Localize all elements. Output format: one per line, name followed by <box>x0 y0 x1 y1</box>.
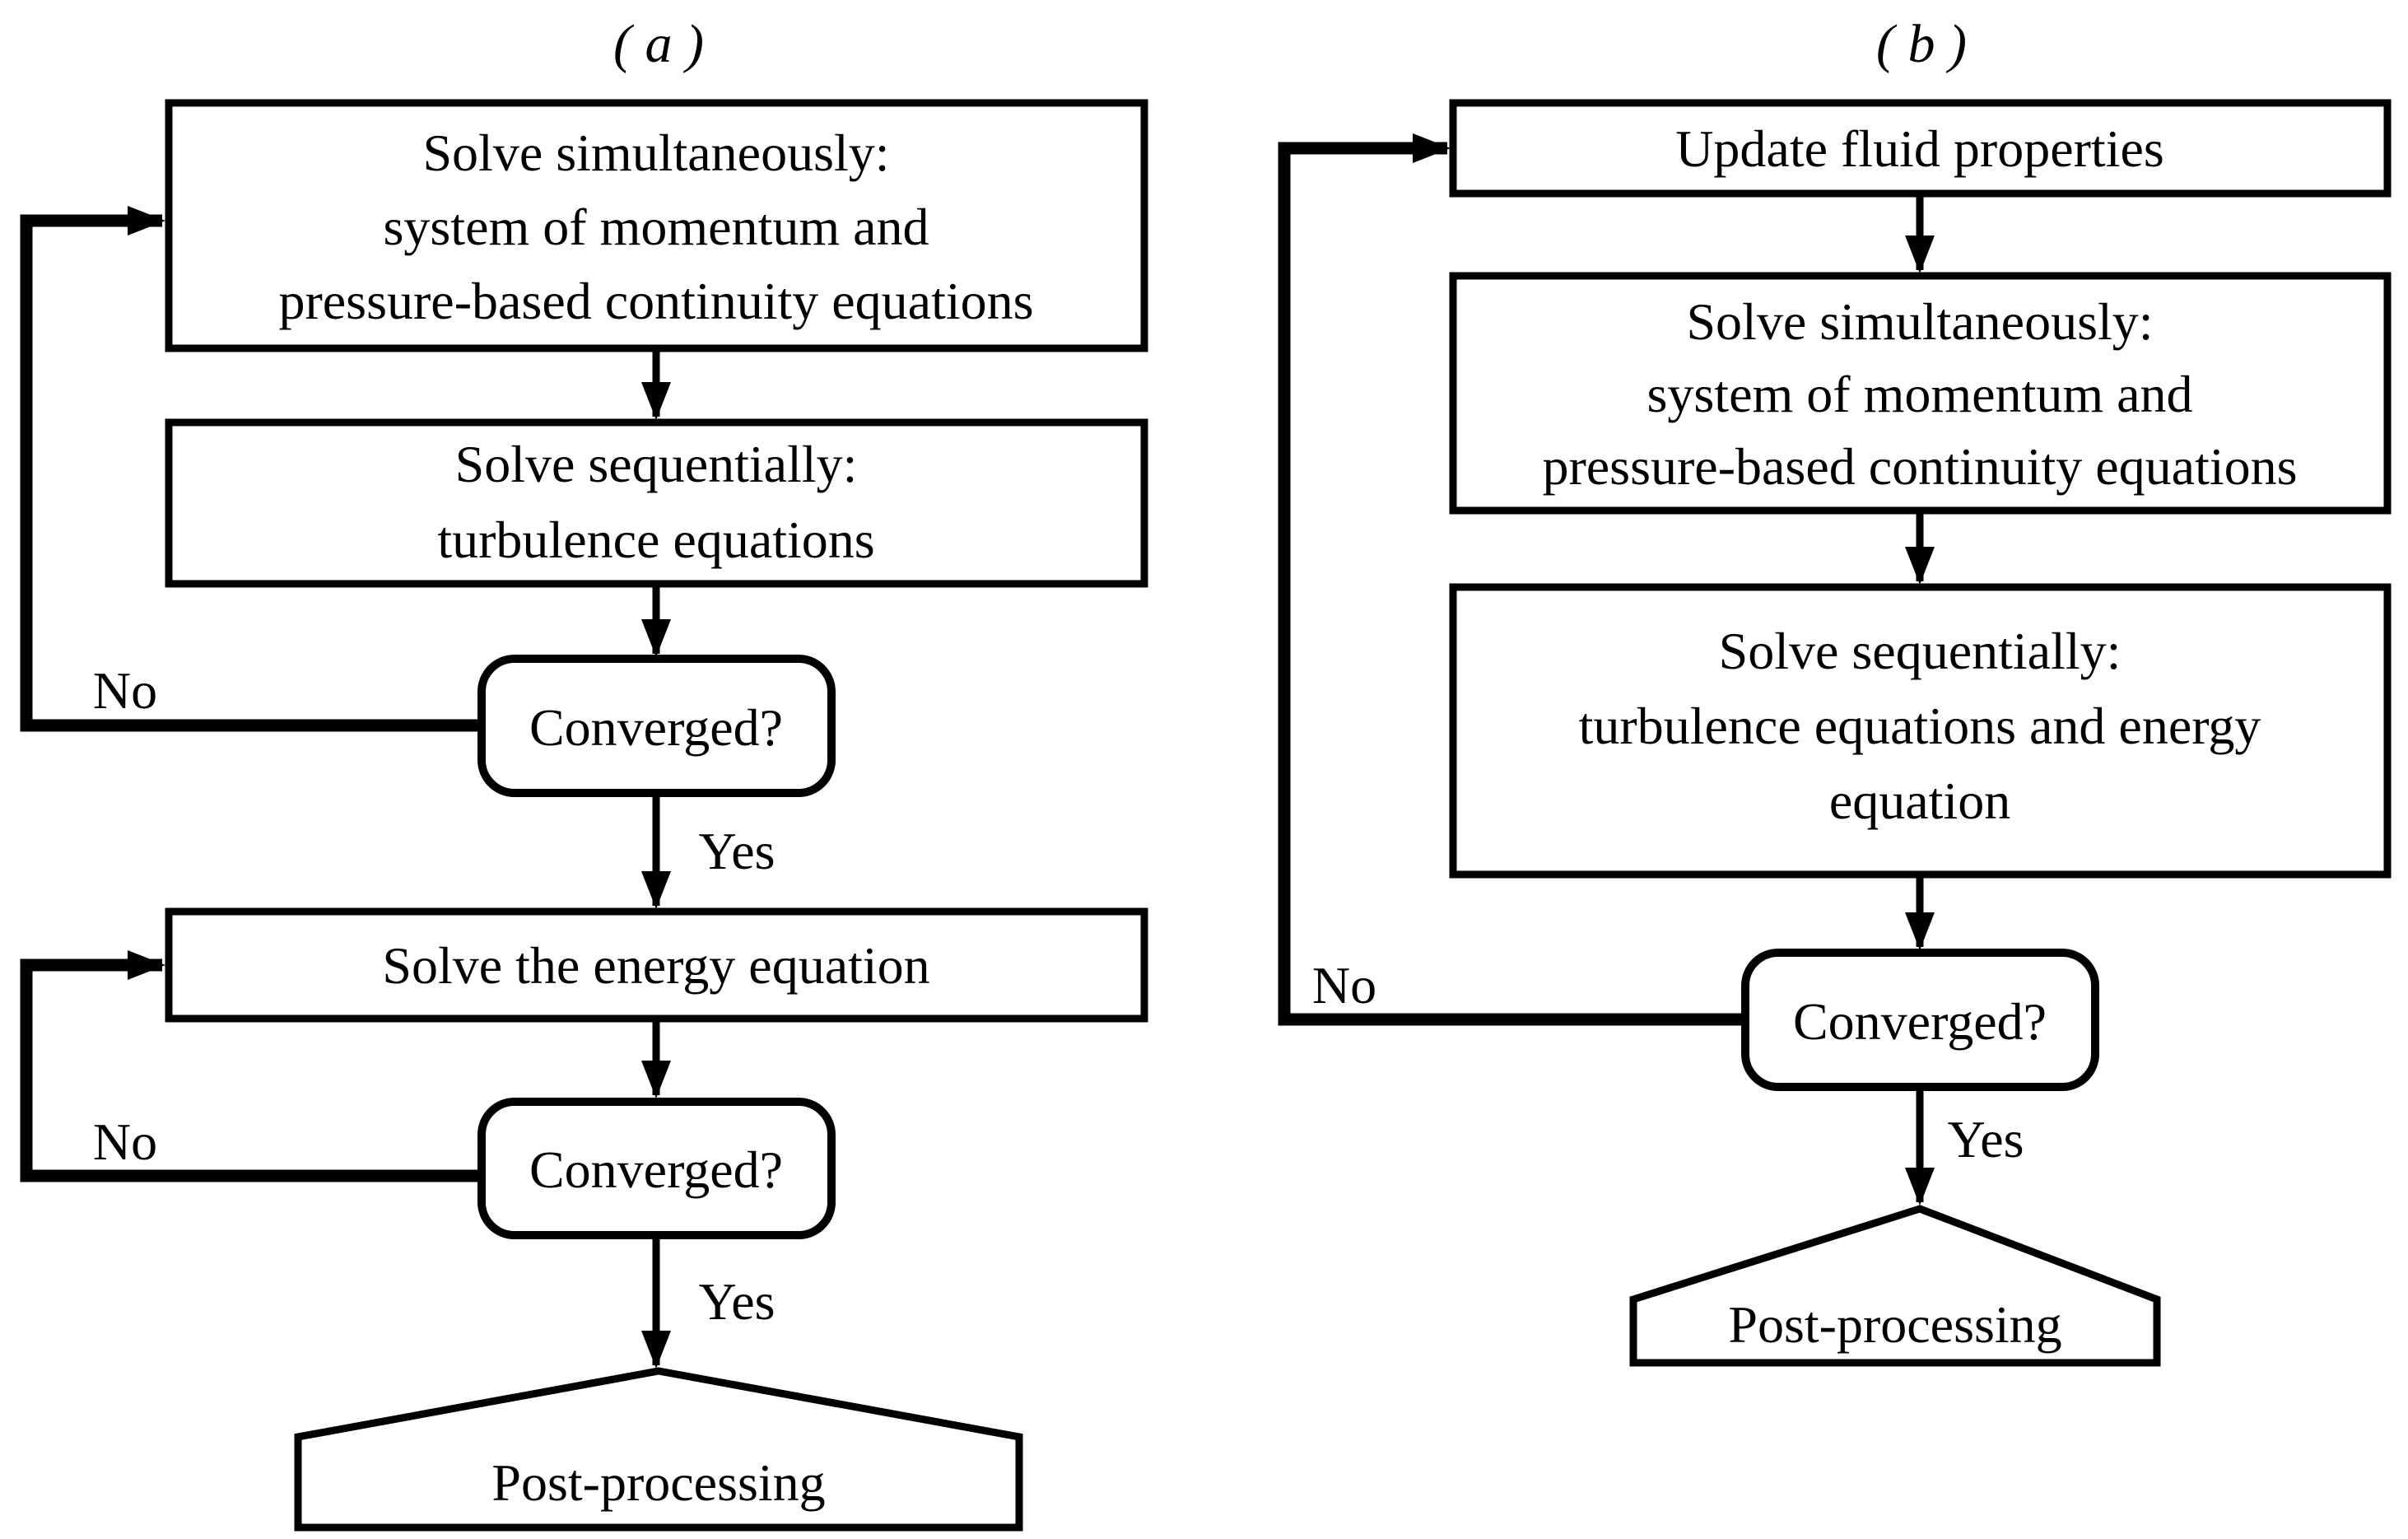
panel-a-no-loop-1 <box>20 206 482 732</box>
panel-a-box-solve-simultaneously <box>165 99 1148 352</box>
panel-a-label: ( a ) <box>613 14 704 74</box>
panel-b-decision-text: Converged? <box>1793 992 2047 1051</box>
panel-a-decision1-text: Converged? <box>529 698 783 757</box>
panel-b-terminal-text: Post-processing <box>1728 1295 2061 1354</box>
panel-a-box1-line3: pressure-based continuity equations <box>278 272 1033 330</box>
panel-a-box2-line2: turbulence equations <box>437 511 874 569</box>
panel-a-no-label-1: No <box>93 661 157 720</box>
panel-a-box1-line2: system of momentum and <box>383 198 929 256</box>
panel-b-label: ( b ) <box>1876 14 1967 74</box>
panel-b-no-loop <box>1278 133 1745 1026</box>
panel-b-box1-line1: Update fluid properties <box>1675 119 2164 178</box>
panel-a-box-solve-energy <box>165 907 1148 1023</box>
panel-b-box3-line2: turbulence equations and energy <box>1579 697 2261 755</box>
panel-a: ( a ) No No Solve simultaneously: system… <box>20 14 1148 1532</box>
panel-a-yes-label-2: Yes <box>698 1272 775 1331</box>
panel-b-box-solve-sequentially <box>1449 583 2392 879</box>
panel-b-terminal-post-processing <box>1629 1205 2161 1367</box>
panel-a-terminal-post-processing <box>294 1367 1023 1532</box>
panel-a-box2-line1: Solve sequentially: <box>455 435 858 493</box>
panel-a-box1-line1: Solve simultaneously: <box>422 124 889 182</box>
panel-b-box3-line1: Solve sequentially: <box>1719 622 2122 680</box>
panel-b-box3-line3: equation <box>1829 772 2010 830</box>
panel-a-box-solve-sequentially <box>165 418 1148 588</box>
panel-b-box-solve-simultaneously <box>1449 272 2392 515</box>
panel-a-no-label-2: No <box>93 1112 157 1171</box>
panel-b-box2-line1: Solve simultaneously: <box>1686 292 2153 351</box>
panel-b: ( b ) No Update fluid properties Solve s… <box>1278 14 2392 1367</box>
panel-b-yes-label: Yes <box>1947 1110 2024 1168</box>
panel-b-box2-line3: pressure-based continuity equations <box>1542 437 2297 496</box>
panel-a-no-loop-2 <box>20 950 482 1182</box>
panel-a-yes-label-1: Yes <box>698 822 775 880</box>
panel-b-box2-line2: system of momentum and <box>1646 365 2192 423</box>
panel-b-no-label: No <box>1312 956 1376 1014</box>
panel-b-box-update-fluid <box>1449 99 2392 198</box>
panel-a-terminal-text: Post-processing <box>491 1453 825 1512</box>
panel-a-decision2-text: Converged? <box>529 1140 783 1199</box>
panel-a-box3-line1: Solve the energy equation <box>382 936 929 995</box>
